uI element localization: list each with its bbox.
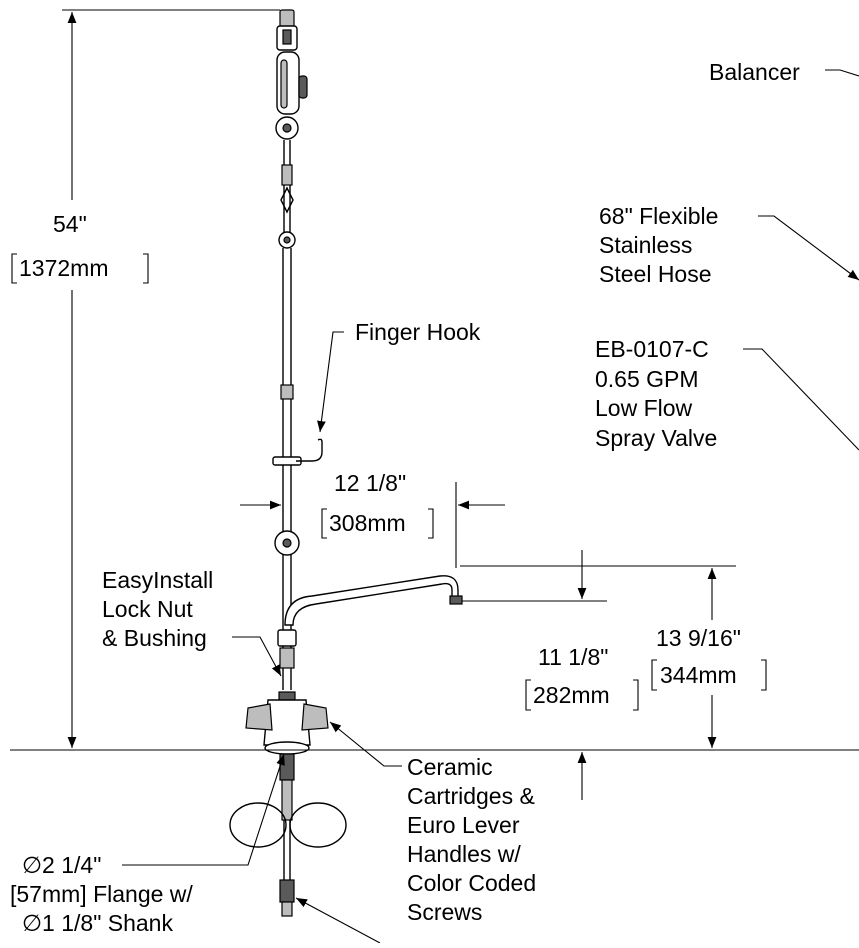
flange-callout: ∅2 1/4" [57mm] Flange w/ ∅1 1/8" Shank	[10, 852, 193, 936]
svg-text:Low Flow: Low Flow	[595, 395, 693, 421]
cartridges-callout: Ceramic Cartridges & Euro Lever Handles …	[407, 754, 536, 925]
svg-text:Color Coded: Color Coded	[407, 870, 536, 896]
riser-pipe	[272, 248, 323, 690]
spray-valve-callout: EB-0107-C 0.65 GPM Low Flow Spray Valve	[595, 336, 717, 451]
clearance-in-label: 11 1/8"	[538, 644, 608, 670]
svg-text:& Bushing: & Bushing	[102, 625, 207, 651]
svg-text:∅2 1/4": ∅2 1/4"	[22, 852, 101, 878]
height-in-label: 54"	[53, 211, 87, 237]
spray-valve-head	[276, 9, 298, 51]
svg-text:EB-0107-C: EB-0107-C	[595, 336, 709, 362]
svg-text:Steel Hose: Steel Hose	[599, 261, 712, 287]
dim-spout-clearance: 11 1/8" 282mm	[525, 644, 639, 711]
lock-nut-bushing	[277, 629, 297, 701]
finger-hook-label: Finger Hook	[355, 319, 481, 345]
svg-text:Euro Lever: Euro Lever	[407, 812, 520, 838]
svg-text:[57mm] Flange w/: [57mm] Flange w/	[10, 881, 193, 907]
svg-text:Ceramic: Ceramic	[407, 754, 493, 780]
balancer-body	[275, 51, 308, 140]
swing-spout	[284, 575, 463, 626]
spout-height-in-label: 13 9/16"	[656, 625, 741, 651]
reach-in-label: 12 1/8"	[334, 470, 406, 496]
dim-spout-height: 13 9/16" 344mm	[651, 624, 772, 692]
faucet-illustration	[229, 9, 463, 917]
svg-text:Handles w/: Handles w/	[407, 841, 521, 867]
clearance-mm-label: 282mm	[533, 682, 610, 708]
hose-callout: 68" Flexible Stainless Steel Hose	[599, 203, 718, 287]
balancer-label: Balancer	[709, 59, 800, 85]
svg-text:68" Flexible: 68" Flexible	[599, 203, 718, 229]
svg-text:Cartridges &: Cartridges &	[407, 783, 535, 809]
mixer-body	[245, 699, 329, 755]
height-mm-label: 1372mm	[19, 255, 108, 281]
leader-lines	[122, 69, 859, 944]
svg-text:0.65 GPM: 0.65 GPM	[595, 366, 699, 392]
svg-text:Spray Valve: Spray Valve	[595, 425, 717, 451]
shank-supply	[229, 753, 347, 917]
flexible-hose	[278, 140, 296, 249]
svg-text:Lock Nut: Lock Nut	[102, 596, 193, 622]
svg-text:Stainless: Stainless	[599, 232, 692, 258]
dim-overall-height: 54" 1372mm	[10, 205, 150, 285]
dim-reach: 12 1/8" 308mm	[321, 470, 434, 539]
spout-height-mm-label: 344mm	[660, 662, 737, 688]
dimension-lines	[10, 9, 859, 800]
lock-nut-callout: EasyInstall Lock Nut & Bushing	[102, 567, 213, 651]
reach-mm-label: 308mm	[329, 510, 406, 536]
svg-text:Screws: Screws	[407, 899, 482, 925]
svg-text:EasyInstall: EasyInstall	[102, 567, 213, 593]
svg-text:∅1 1/8" Shank: ∅1 1/8" Shank	[22, 910, 173, 936]
